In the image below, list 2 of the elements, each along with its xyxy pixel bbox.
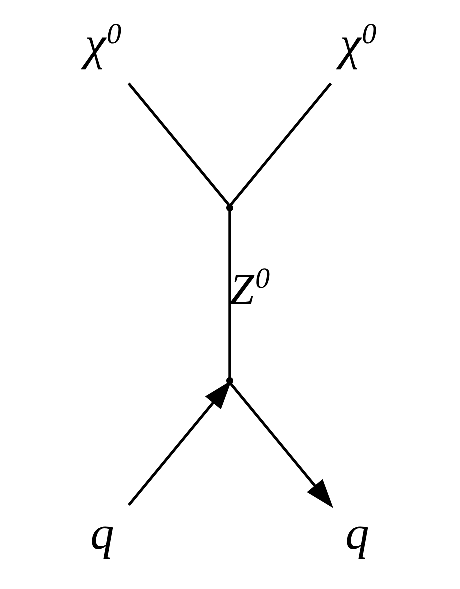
node-text: q [346,508,370,560]
node-text: q [90,508,114,560]
